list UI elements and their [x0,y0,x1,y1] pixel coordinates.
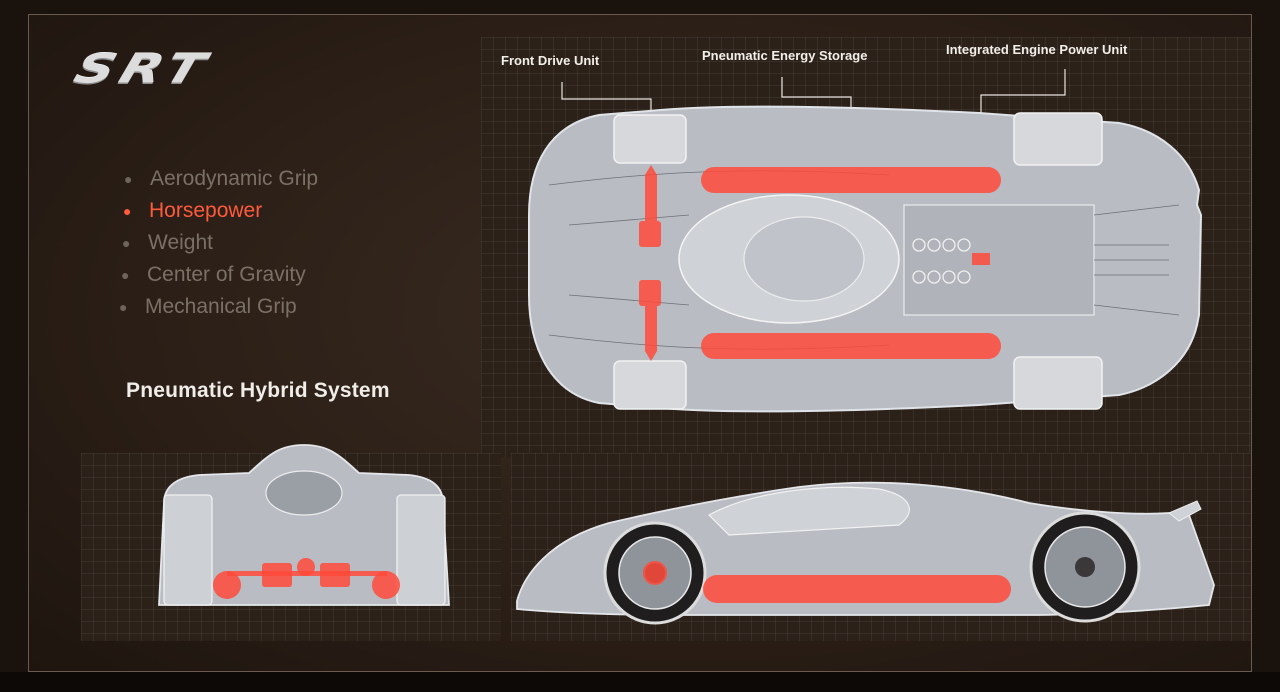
energy-storage-tank-right [701,333,1001,359]
front-view-left-wheel [163,494,213,606]
rear-left-wheel [1013,112,1103,166]
front-view-right-wheel [396,494,446,606]
top-view-highlights [639,165,1001,361]
front-view-car [158,444,450,606]
slide-subtitle: Pneumatic Hybrid System [126,379,390,402]
energy-storage-tank-left [701,167,1001,193]
bullet-mechanical-grip: ●Mechanical Grip [119,291,318,323]
front-left-wheel [613,114,687,164]
bullet-center-of-gravity: ●Center of Gravity [119,259,318,291]
side-view-car [516,481,1215,625]
callout-pneumatic-energy-storage: Pneumatic Energy Storage [702,48,868,63]
side-view-highlights [643,561,1011,603]
feature-list: ●Aerodynamic Grip ●Horsepower ●Weight ●C… [119,163,318,323]
car-blueprint-drawing [158,69,1215,625]
rear-right-wheel [1013,356,1103,410]
front-view-highlights [213,558,400,599]
top-view-car [528,105,1203,413]
bullet-weight: ●Weight [119,227,318,259]
bullet-dot-icon: ● [124,170,133,187]
callout-front-drive-unit: Front Drive Unit [501,53,600,68]
cockpit-seat [743,216,865,302]
rear-wing [1168,500,1202,522]
engine-cylinders [912,238,971,284]
front-drive-motor-right [639,280,661,306]
bullet-horsepower: ●Horsepower [119,195,318,227]
bullet-aerodynamic-grip: ●Aerodynamic Grip [119,163,318,195]
front-view-body [158,444,450,606]
callout-integrated-engine-power-unit: Integrated Engine Power Unit [946,42,1128,57]
bullet-dot-icon: ● [122,234,131,251]
side-view-rear-wheel [1029,511,1141,623]
bullet-dot-icon: ● [121,266,130,283]
bullet-dot-icon: ● [123,202,132,219]
bullet-dot-icon: ● [119,298,128,315]
engine-bay [903,204,1095,316]
side-view-canopy [708,486,910,536]
presentation-slide: SRT ●Aerodynamic Grip ●Horsepower ●Weigh… [28,14,1252,672]
engine-power-unit-marker [972,253,990,265]
front-view-canopy [265,470,343,516]
front-right-wheel [613,360,687,410]
screen-bottom-edge [0,672,1280,692]
front-drive-motor-left [639,221,661,247]
